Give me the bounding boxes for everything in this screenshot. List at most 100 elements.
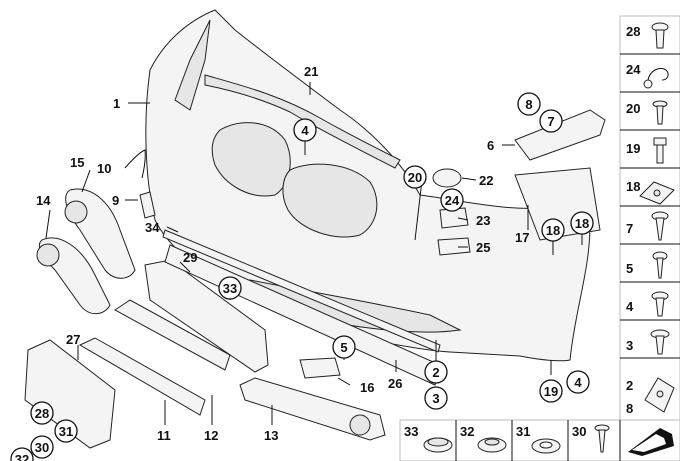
side-item-3[interactable]: 3 (626, 329, 670, 355)
callout-12[interactable]: 12 (204, 428, 218, 443)
svg-text:34: 34 (145, 220, 160, 235)
side-item-7[interactable]: 7 (626, 211, 669, 241)
svg-text:2: 2 (432, 365, 439, 380)
callout-7[interactable]: 7 (539, 109, 563, 133)
rubber-ring-icon (531, 438, 561, 454)
callout-16[interactable]: 16 (360, 380, 374, 395)
callout-25[interactable]: 25 (476, 240, 490, 255)
side-item-28[interactable]: 28 (626, 22, 669, 49)
callout-8[interactable]: 8 (517, 92, 541, 116)
svg-text:18: 18 (575, 216, 589, 231)
svg-text:21: 21 (304, 64, 318, 79)
callout-3[interactable]: 3 (424, 386, 448, 410)
hex-screw-icon (651, 291, 669, 317)
push-rivet-icon (651, 22, 669, 49)
speed-nut-icon (644, 377, 675, 413)
svg-text:14: 14 (36, 193, 51, 208)
svg-text:5: 5 (340, 340, 347, 355)
callout-24[interactable]: 24 (440, 188, 464, 212)
side-item-5[interactable]: 5 (626, 251, 668, 279)
svg-text:16: 16 (360, 380, 374, 395)
bottom-item-33[interactable]: 33 (404, 424, 453, 453)
svg-text:24: 24 (626, 62, 641, 77)
side-item-24[interactable]: 24 (626, 62, 669, 89)
side-item-20[interactable]: 20 (626, 100, 668, 125)
svg-text:3: 3 (432, 391, 439, 406)
expanding-rivet-icon (652, 100, 668, 125)
callout-2[interactable]: 2 (424, 360, 448, 384)
callout-26[interactable]: 26 (388, 376, 402, 391)
svg-text:3: 3 (626, 338, 633, 353)
callout-32[interactable]: 32 (10, 447, 34, 461)
svg-text:19: 19 (626, 141, 640, 156)
callout-9[interactable]: 9 (112, 193, 119, 208)
callout-13[interactable]: 13 (264, 428, 278, 443)
bottom-item-31[interactable]: 31 (516, 424, 561, 454)
callout-31[interactable]: 31 (54, 419, 78, 443)
svg-text:4: 4 (626, 299, 634, 314)
callout-14[interactable]: 14 (36, 193, 51, 208)
side-item-4[interactable]: 4 (626, 291, 669, 317)
callout-27[interactable]: 27 (66, 332, 80, 347)
svg-text:12: 12 (204, 428, 218, 443)
callout-22[interactable]: 22 (479, 173, 493, 188)
rubber-grommet-icon (477, 437, 507, 453)
svg-text:17: 17 (515, 230, 529, 245)
callout-29[interactable]: 29 (183, 250, 197, 265)
svg-text:2: 2 (626, 378, 633, 393)
collar-screw-icon (650, 329, 670, 355)
callout-18b[interactable]: 18 (570, 211, 594, 235)
callout-18a[interactable]: 18 (541, 218, 565, 242)
bracket-9 (139, 191, 156, 219)
callout-19[interactable]: 19 (539, 379, 563, 403)
license-plate-base-27 (24, 339, 116, 449)
svg-text:7: 7 (626, 221, 633, 236)
callout-21[interactable]: 21 (304, 64, 318, 79)
svg-text:15: 15 (70, 155, 84, 170)
fog-light-grille-lower (36, 237, 111, 315)
svg-text:24: 24 (445, 193, 460, 208)
svg-text:20: 20 (626, 101, 640, 116)
callout-4b[interactable]: 4 (566, 370, 590, 394)
callout-30[interactable]: 30 (30, 435, 54, 459)
svg-text:4: 4 (574, 375, 582, 390)
svg-text:25: 25 (476, 240, 490, 255)
side-item-2[interactable]: 2 (626, 378, 633, 393)
svg-text:1: 1 (113, 96, 120, 111)
svg-text:7: 7 (547, 114, 554, 129)
bottom-item-30[interactable]: 30 (572, 424, 610, 453)
callout-28[interactable]: 28 (30, 401, 54, 425)
callout-4a[interactable]: 4 (293, 118, 317, 142)
callout-5[interactable]: 5 (332, 335, 356, 359)
diagram-arrow-icon (624, 424, 678, 459)
svg-text:30: 30 (572, 424, 586, 439)
svg-text:22: 22 (479, 173, 493, 188)
svg-text:19: 19 (544, 384, 558, 399)
svg-text:10: 10 (97, 161, 111, 176)
svg-text:26: 26 (388, 376, 402, 391)
callout-6[interactable]: 6 (487, 138, 494, 153)
bottom-item-32[interactable]: 32 (460, 424, 507, 453)
svg-text:33: 33 (223, 281, 237, 296)
callout-11[interactable]: 11 (157, 428, 171, 443)
callout-15[interactable]: 15 (70, 155, 84, 170)
callout-10[interactable]: 10 (97, 161, 111, 176)
callout-1[interactable]: 1 (113, 96, 120, 111)
tapping-screw-icon (652, 251, 668, 279)
svg-text:18: 18 (626, 179, 640, 194)
side-item-18[interactable]: 18 (626, 179, 675, 205)
svg-text:27: 27 (66, 332, 80, 347)
svg-text:28: 28 (626, 24, 640, 39)
side-item-19[interactable]: 19 (626, 137, 667, 164)
side-item-8[interactable]: 8 (626, 377, 675, 416)
callout-33[interactable]: 33 (218, 276, 242, 300)
callout-20[interactable]: 20 (403, 165, 427, 189)
callout-34[interactable]: 34 (145, 220, 160, 235)
bracket-6 (514, 109, 606, 161)
callout-17[interactable]: 17 (515, 230, 529, 245)
callout-23[interactable]: 23 (476, 213, 490, 228)
lower-grille-13 (239, 377, 386, 441)
svg-text:30: 30 (35, 440, 49, 455)
svg-text:28: 28 (35, 406, 49, 421)
